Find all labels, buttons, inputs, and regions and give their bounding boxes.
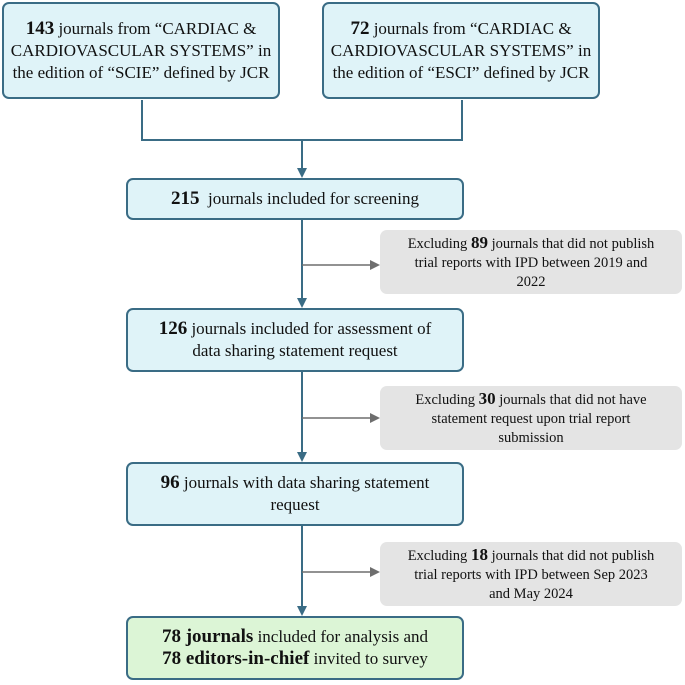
assessment-box: 126 journals included for assessment of … bbox=[126, 308, 464, 372]
exclude-89-box: Excluding 89 journals that did not publi… bbox=[380, 230, 682, 294]
merge-line bbox=[141, 100, 463, 141]
esci-box: 72 journals from “CARDIAC & CARDIOVASCUL… bbox=[322, 2, 600, 99]
request-box: 96 journals with data sharing statement … bbox=[126, 462, 464, 526]
exclude-18-box: Excluding 18 journals that did not publi… bbox=[380, 542, 682, 606]
exclude-30-box: Excluding 30 journals that did not have … bbox=[380, 386, 682, 450]
final-analysis-box: 78 journals included for analysis and 78… bbox=[126, 616, 464, 680]
screening-box: 215 journals included for screening bbox=[126, 178, 464, 220]
scie-box: 143 journals from “CARDIAC & CARDIOVASCU… bbox=[2, 2, 280, 99]
